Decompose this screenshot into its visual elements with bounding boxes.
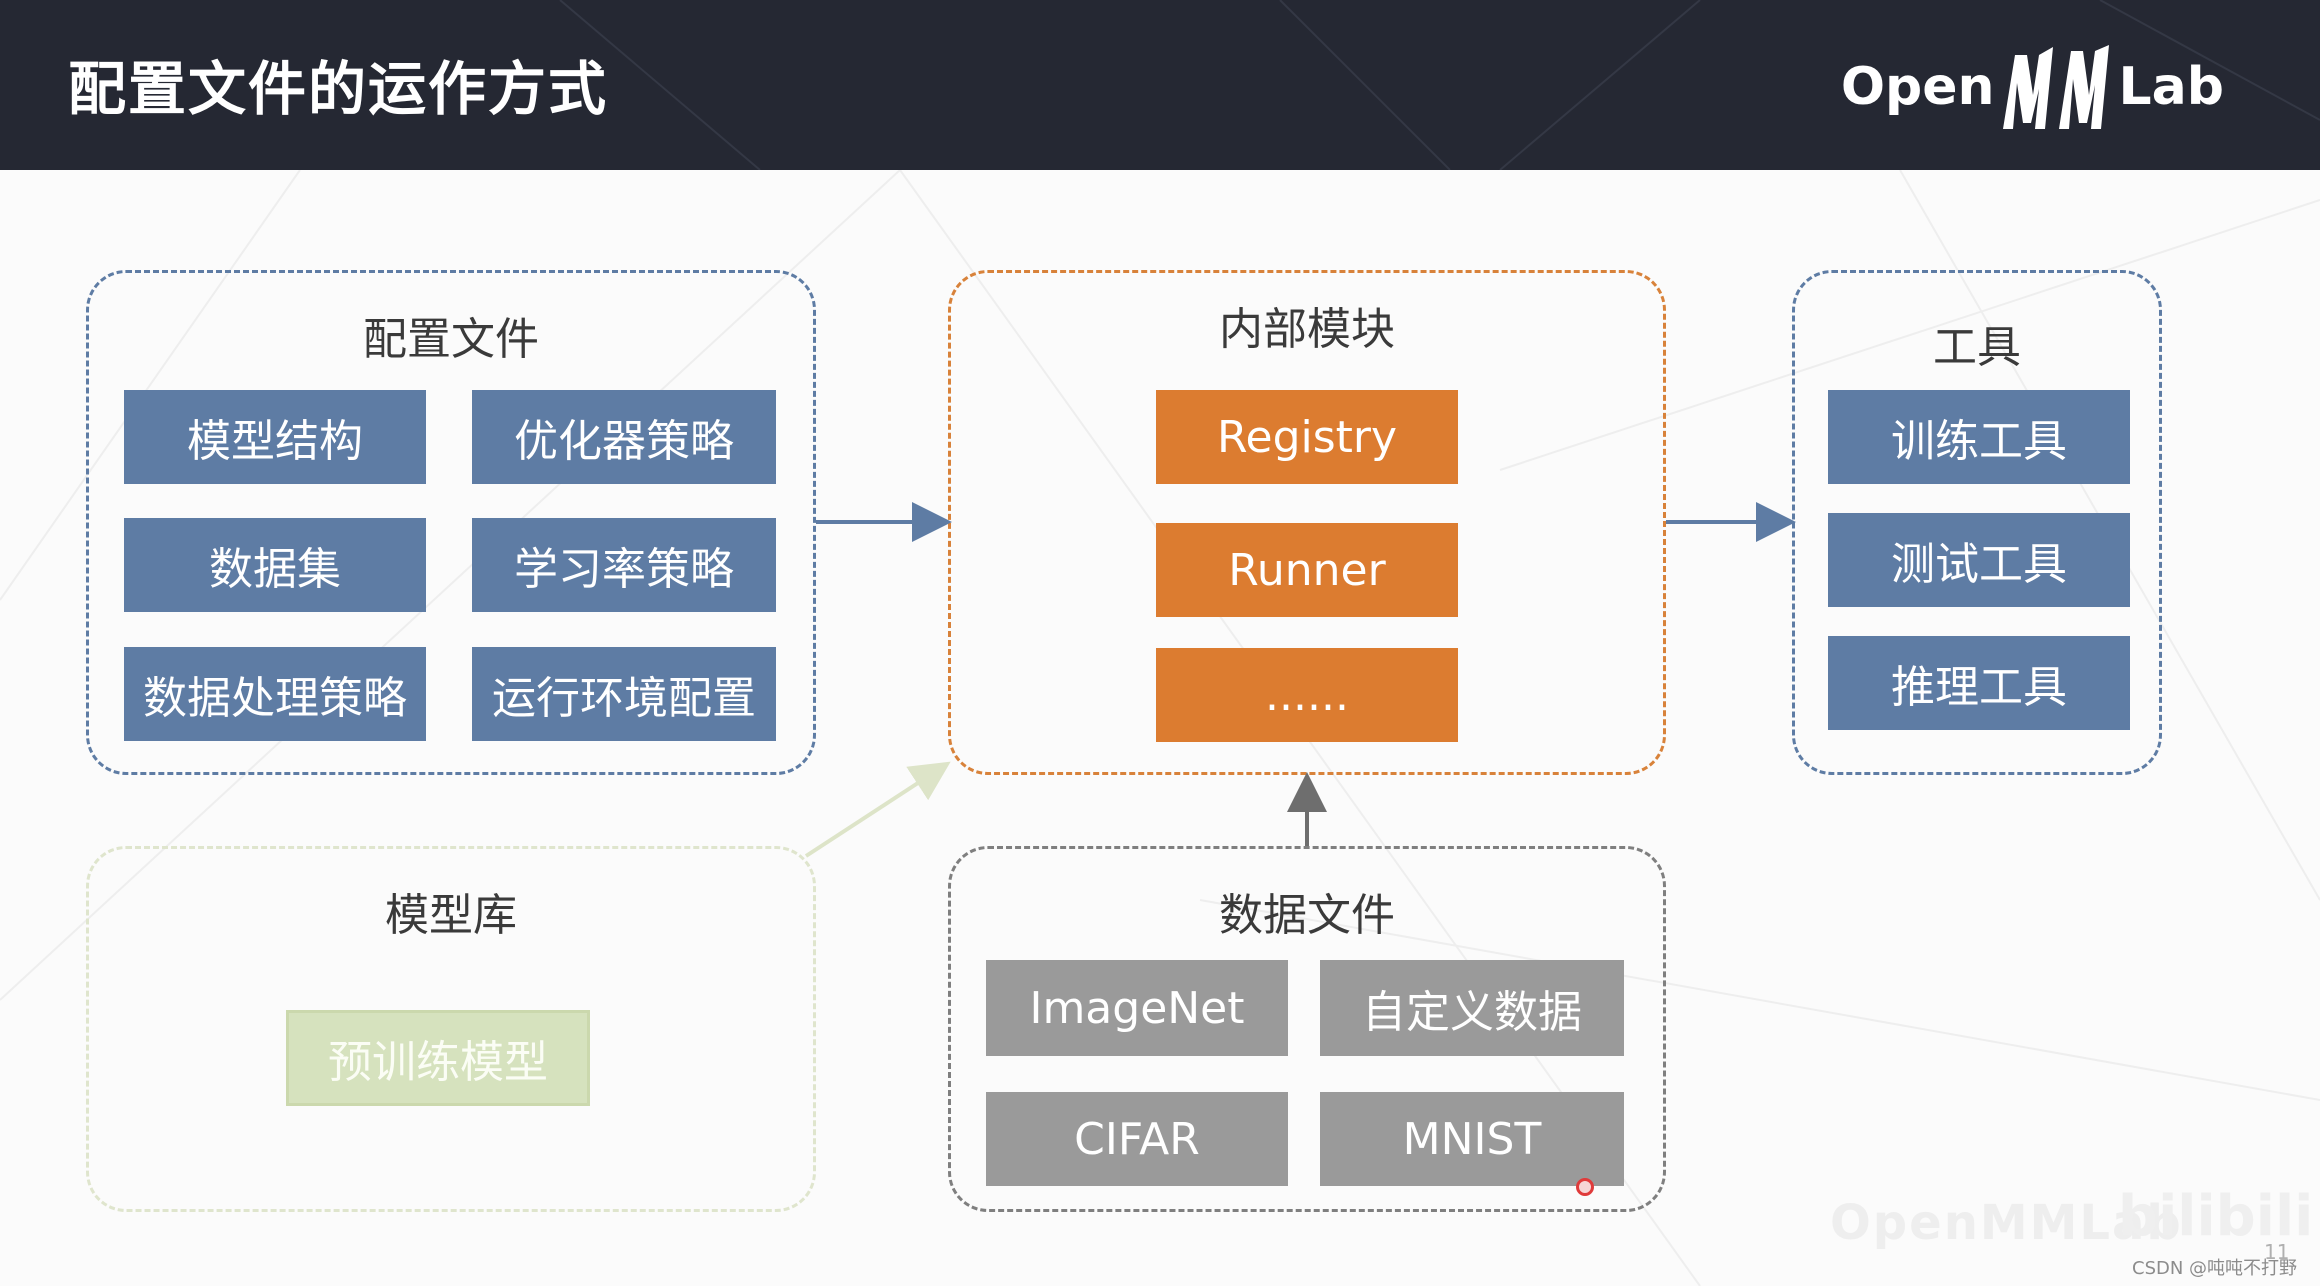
config-files-group: 配置文件 bbox=[86, 270, 816, 775]
mouse-cursor-indicator bbox=[1576, 1178, 1594, 1196]
module-runner[interactable]: Runner bbox=[1156, 523, 1458, 617]
page-number: 11 bbox=[2264, 1240, 2290, 1264]
data-custom[interactable]: 自定义数据 bbox=[1320, 960, 1624, 1056]
credit-text: CSDN @吨吨不打野 bbox=[2132, 1258, 2298, 1279]
module-more[interactable]: ...... bbox=[1156, 648, 1458, 742]
config-item-dataset[interactable]: 数据集 bbox=[124, 518, 426, 612]
model-zoo-group: 模型库 bbox=[86, 846, 816, 1212]
openmmlab-logo: Open Lab bbox=[1841, 42, 2224, 132]
pretrained-model[interactable]: 预训练模型 bbox=[286, 1010, 590, 1106]
model-zoo-title: 模型库 bbox=[385, 890, 517, 941]
config-item-runtime-env[interactable]: 运行环境配置 bbox=[472, 647, 776, 741]
data-mnist[interactable]: MNIST bbox=[1320, 1092, 1624, 1186]
tools-title: 工具 bbox=[1933, 322, 2021, 373]
config-item-optimizer-strategy[interactable]: 优化器策略 bbox=[472, 390, 776, 484]
module-registry[interactable]: Registry bbox=[1156, 390, 1458, 484]
header-pattern bbox=[559, 0, 2320, 170]
tool-test[interactable]: 测试工具 bbox=[1828, 513, 2130, 607]
tool-inference[interactable]: 推理工具 bbox=[1828, 636, 2130, 730]
config-item-lr-strategy[interactable]: 学习率策略 bbox=[472, 518, 776, 612]
data-files-title: 数据文件 bbox=[1219, 890, 1395, 941]
internal-modules-title: 内部模块 bbox=[1219, 304, 1395, 355]
config-files-title: 配置文件 bbox=[363, 314, 539, 365]
data-cifar[interactable]: CIFAR bbox=[986, 1092, 1288, 1186]
data-imagenet[interactable]: ImageNet bbox=[986, 960, 1288, 1056]
logo-lab-text: Lab bbox=[2118, 57, 2224, 117]
openmmlab-watermark: OpenMMLab bbox=[1830, 1195, 2183, 1251]
header-bar: 配置文件的运作方式 Open Lab bbox=[0, 0, 2320, 170]
data-files-group: 数据文件 bbox=[948, 846, 1666, 1212]
bilibili-watermark: bilibili bbox=[2118, 1184, 2314, 1249]
logo-open-text: Open bbox=[1840, 57, 1995, 117]
config-item-data-pipeline[interactable]: 数据处理策略 bbox=[124, 647, 426, 741]
page-title: 配置文件的运作方式 bbox=[68, 55, 609, 123]
tool-train[interactable]: 训练工具 bbox=[1828, 390, 2130, 484]
logo-mm-mark bbox=[2002, 45, 2109, 129]
config-item-model-structure[interactable]: 模型结构 bbox=[124, 390, 426, 484]
